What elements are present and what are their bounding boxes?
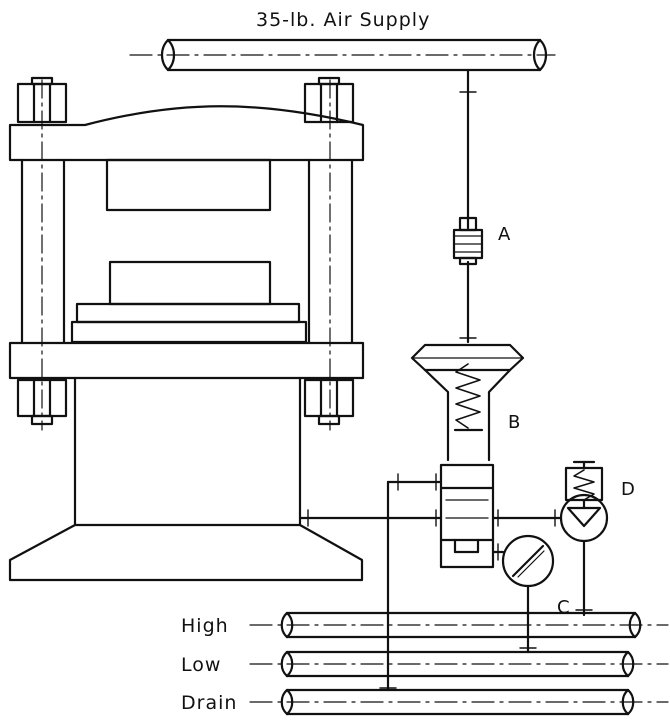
filter-a [452,216,484,266]
label-d: D [621,479,635,500]
pressure-gauge-c [501,534,555,588]
air-supply-title: 35-lb. Air Supply [256,9,430,31]
relief-valve-d [559,460,609,543]
air-supply-pipe [129,38,556,72]
label-a: A [498,224,511,245]
diaphragm-valve-b [410,343,525,569]
hydraulic-press [8,76,365,582]
high-line-label: High [181,615,229,637]
label-b: B [508,412,520,433]
low-pressure-pipe [249,650,669,678]
low-line-label: Low [181,654,221,676]
label-c: C [557,597,570,618]
drain-pipe [249,688,669,716]
drain-line-label: Drain [181,692,237,714]
high-pressure-pipe [249,611,669,639]
